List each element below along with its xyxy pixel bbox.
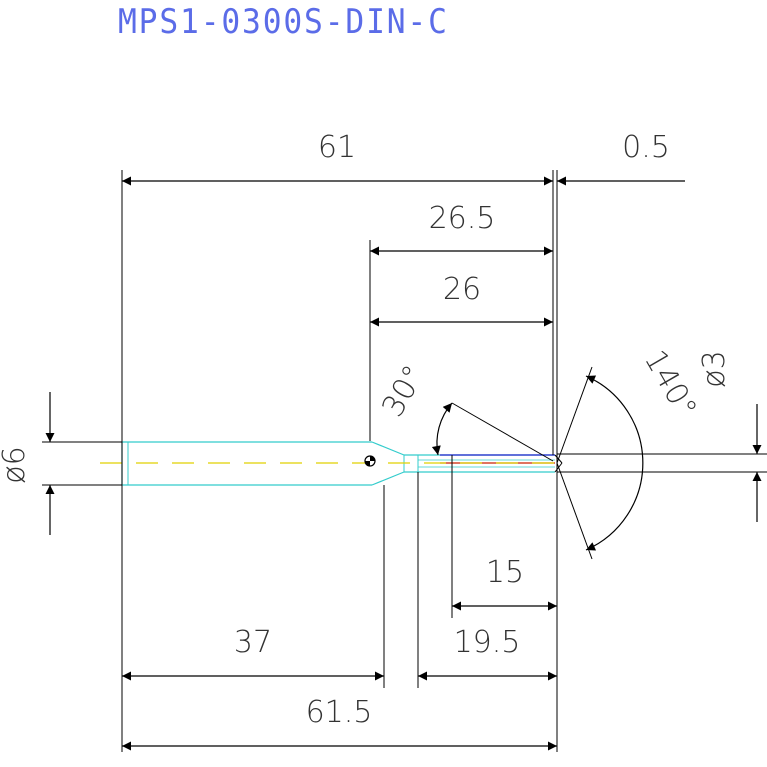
dim-26-label: 26 <box>443 272 481 307</box>
dim-15-label: 15 <box>486 555 524 590</box>
drawing-title: MPS1-0300S-DIN-C <box>118 2 449 42</box>
dim-30deg-label: 30° <box>375 359 432 423</box>
dim-30deg-lines <box>431 402 554 462</box>
dim-phi3-label: ø3 <box>697 350 732 387</box>
dim-61-label: 61 <box>318 130 356 165</box>
part-outline <box>100 441 563 486</box>
dim-0-5-label: 0.5 <box>622 130 670 165</box>
dim-37-label: 37 <box>234 625 272 660</box>
dim-140deg-label: 140° <box>637 344 703 424</box>
dim-phi6-label: ø6 <box>0 446 32 483</box>
dim-140deg-lines <box>556 366 644 560</box>
extension-lines <box>42 170 767 752</box>
dim-61-5-label: 61.5 <box>306 695 373 730</box>
dim-19-5-label: 19.5 <box>454 625 521 660</box>
dim-26-5-label: 26.5 <box>429 201 496 236</box>
